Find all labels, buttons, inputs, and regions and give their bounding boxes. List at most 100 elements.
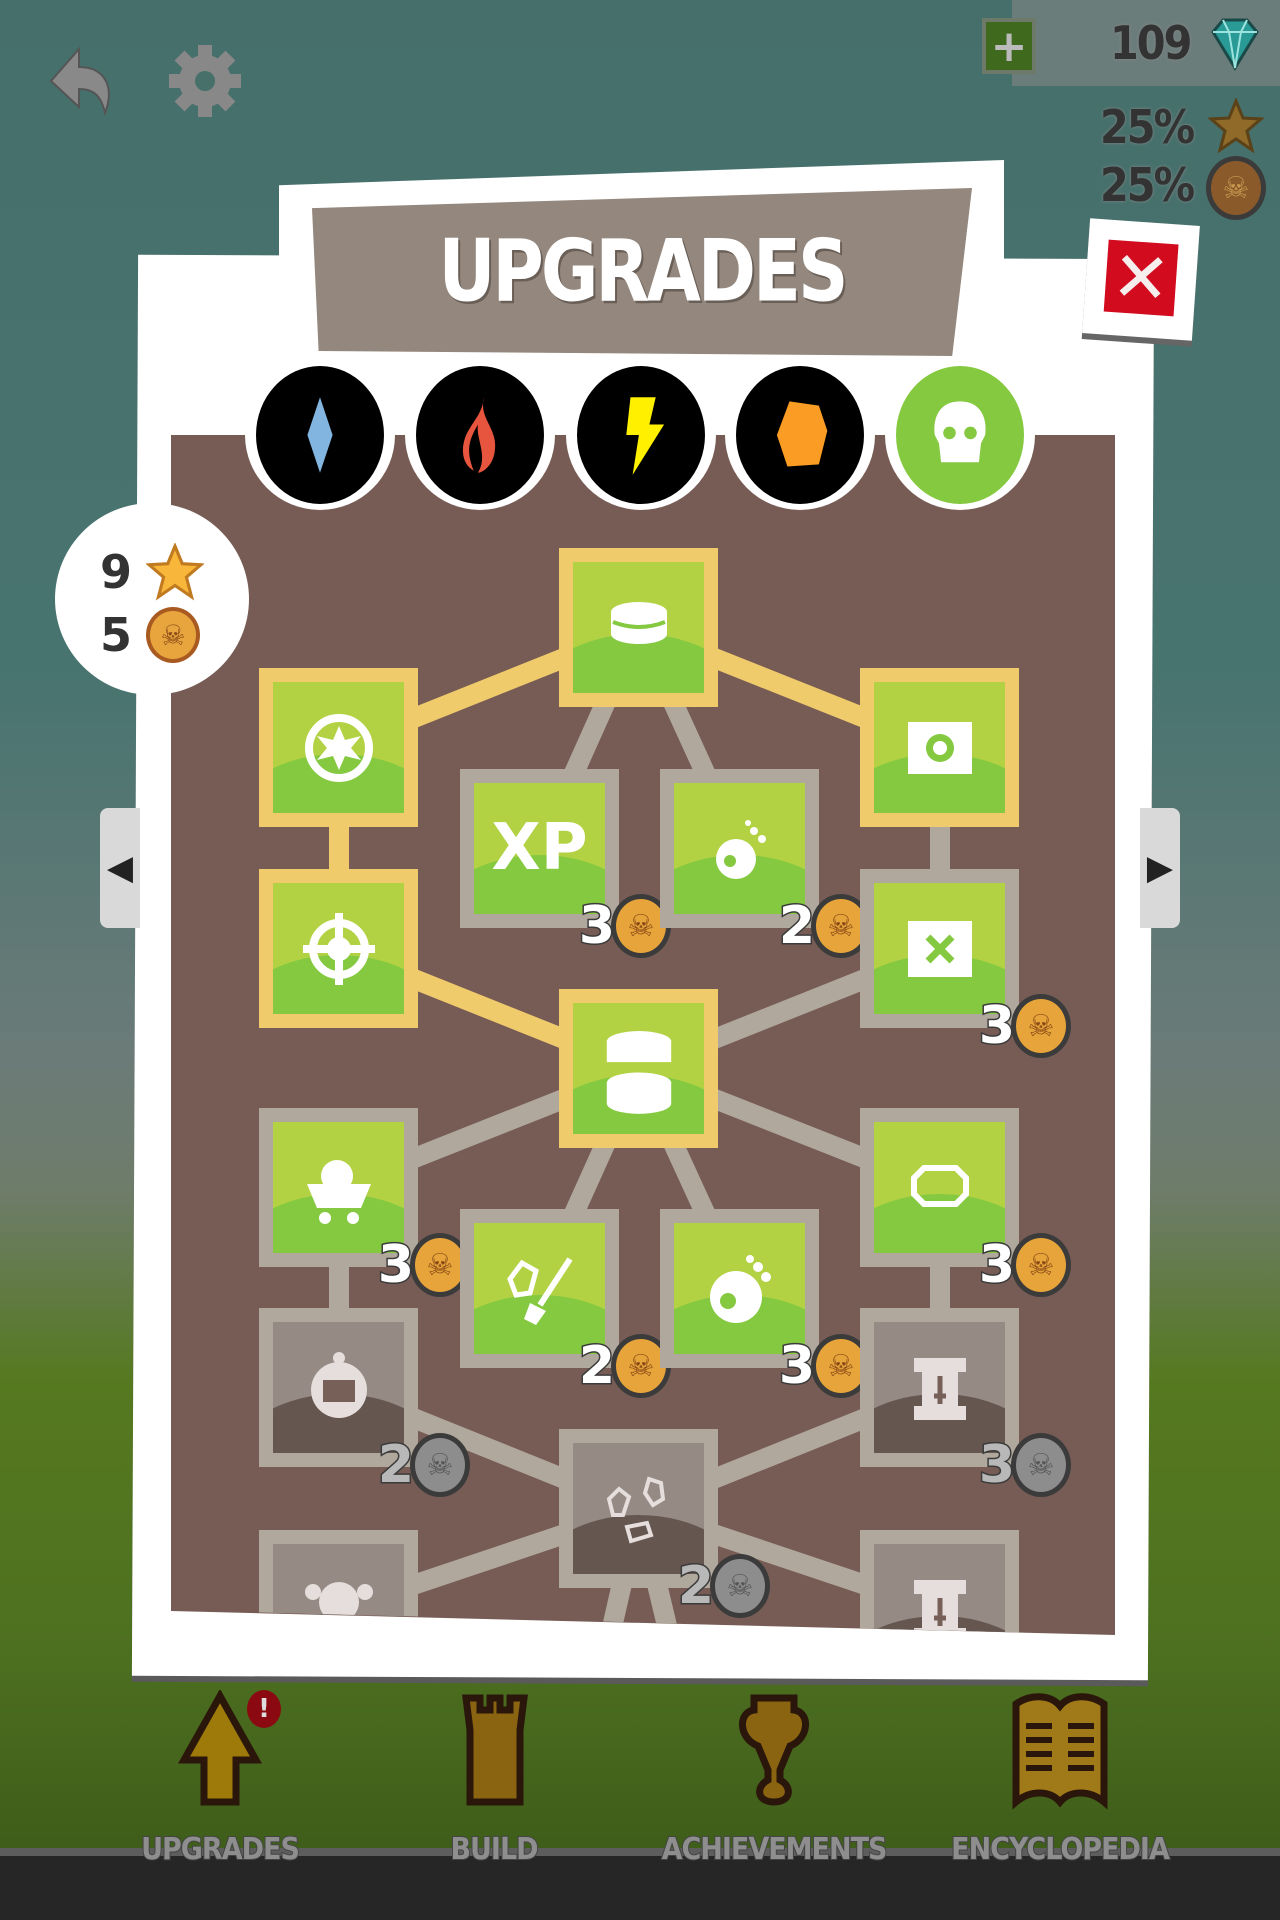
nav-build[interactable]: BUILD bbox=[384, 1690, 604, 1868]
next-page-arrow[interactable]: ▶ bbox=[1140, 808, 1180, 928]
upgrade-node-castle[interactable] bbox=[860, 1530, 1019, 1635]
nav-upgrades[interactable]: !UPGRADES bbox=[110, 1688, 330, 1868]
mine-cart-icon bbox=[306, 1159, 371, 1224]
resource-counter: 9 5 ☠ bbox=[55, 503, 249, 695]
nav-label: ACHIEVEMENTS bbox=[661, 1831, 889, 1868]
node-face bbox=[874, 1122, 1005, 1253]
upgrade-node-coins[interactable] bbox=[559, 548, 718, 707]
upgrade-node-gem[interactable]: 3☠ bbox=[860, 1108, 1071, 1297]
node-face bbox=[874, 1544, 1005, 1635]
gear-icon bbox=[169, 45, 241, 117]
node-face bbox=[674, 1223, 805, 1354]
node-face: XP bbox=[474, 783, 605, 914]
cost-badge: 3☠ bbox=[977, 994, 1071, 1058]
back-button[interactable] bbox=[38, 36, 128, 126]
skull-coin-icon: ☠ bbox=[410, 1433, 470, 1497]
cost-badge: 3☠ bbox=[777, 1334, 871, 1398]
skull-bones-icon bbox=[304, 1581, 373, 1622]
category-tab-lightning[interactable] bbox=[566, 360, 716, 510]
cost-value: 2 bbox=[676, 1555, 715, 1618]
upgrade-arrow-icon bbox=[178, 1688, 262, 1806]
nav-encyclopedia[interactable]: ENCYCLOPEDIA bbox=[950, 1690, 1171, 1868]
target-icon bbox=[907, 721, 972, 774]
category-circle bbox=[256, 366, 384, 504]
upgrade-node-bomb[interactable]: 3☠ bbox=[660, 1209, 871, 1398]
close-button[interactable]: ✕ bbox=[1082, 218, 1200, 341]
cost-badge: 2☠ bbox=[777, 894, 871, 958]
page-title: UPGRADES bbox=[438, 222, 848, 322]
skull-coin-icon: ☠ bbox=[1011, 1433, 1071, 1497]
node-face bbox=[273, 682, 404, 813]
alert-badge: ! bbox=[247, 1690, 281, 1728]
xp-icon: XP bbox=[491, 811, 588, 885]
settings-button[interactable] bbox=[160, 36, 250, 126]
skull-icon bbox=[934, 401, 986, 463]
category-tab-ice[interactable] bbox=[245, 360, 395, 510]
category-tab-death[interactable] bbox=[885, 360, 1035, 510]
node-face bbox=[674, 783, 805, 914]
node-face bbox=[573, 562, 704, 693]
cost-value: 3 bbox=[977, 1434, 1016, 1497]
upgrade-node-gems[interactable]: 2☠ bbox=[559, 1429, 770, 1618]
gem-icon bbox=[910, 1164, 969, 1207]
upgrade-node-crosshair-gear[interactable] bbox=[259, 869, 418, 1028]
upgrade-node-bomb-small[interactable]: 2☠ bbox=[660, 769, 871, 958]
cost-badge: 3☠ bbox=[977, 1433, 1071, 1497]
trophy-icon bbox=[739, 1694, 809, 1806]
node-face bbox=[874, 682, 1005, 813]
cost-badge: 2☠ bbox=[577, 1334, 671, 1398]
skull-coin-icon: ☠ bbox=[710, 1554, 770, 1618]
add-gems-button[interactable]: + bbox=[982, 18, 1036, 74]
burst-icon bbox=[304, 713, 373, 782]
skull-coin-icon: ☠ bbox=[146, 607, 201, 663]
lightning-icon bbox=[626, 397, 665, 475]
double-coins-icon bbox=[606, 1030, 671, 1114]
category-tab-earth[interactable] bbox=[725, 360, 875, 510]
cost-value: 3 bbox=[376, 1234, 415, 1297]
category-circle bbox=[736, 366, 864, 504]
star-icon bbox=[1208, 98, 1264, 154]
bomb-small-icon bbox=[715, 819, 766, 879]
upgrade-node-target[interactable] bbox=[860, 668, 1019, 827]
cost-value: 2 bbox=[577, 1335, 616, 1398]
prev-page-arrow[interactable]: ◀ bbox=[100, 808, 140, 928]
coins-icon bbox=[610, 601, 667, 644]
node-face bbox=[573, 1003, 704, 1134]
gem-count: 109 bbox=[1110, 16, 1192, 70]
cost-value: 2 bbox=[376, 1434, 415, 1497]
crosshair-gear-icon bbox=[302, 912, 375, 985]
upgrade-node-burst[interactable] bbox=[259, 668, 418, 827]
cost-value: 3 bbox=[777, 1335, 816, 1398]
upgrade-node-castle[interactable]: 3☠ bbox=[860, 1308, 1071, 1497]
skull-coin-icon: ☠ bbox=[1011, 1233, 1071, 1297]
cost-badge: 2☠ bbox=[376, 1433, 470, 1497]
nav-achievements[interactable]: ACHIEVEMENTS bbox=[661, 1690, 889, 1868]
cost-value: 3 bbox=[977, 1234, 1016, 1297]
node-face bbox=[273, 883, 404, 1014]
skull-count: 5 bbox=[100, 608, 133, 662]
upgrade-node-gem-shovel[interactable]: 2☠ bbox=[460, 1209, 671, 1398]
back-arrow-icon bbox=[49, 46, 110, 117]
skull-percent: 25% bbox=[1100, 158, 1195, 212]
nav-label: ENCYCLOPEDIA bbox=[950, 1831, 1171, 1868]
cost-value: 3 bbox=[977, 995, 1016, 1058]
upgrade-node-mine-cart[interactable]: 3☠ bbox=[259, 1108, 470, 1297]
upgrade-node-double-coins[interactable] bbox=[559, 989, 718, 1148]
star-count: 9 bbox=[100, 545, 133, 599]
upgrade-node-x-square[interactable]: 3☠ bbox=[860, 869, 1071, 1058]
flame-icon bbox=[462, 397, 496, 473]
upgrade-node-helmet[interactable]: 2☠ bbox=[259, 1308, 470, 1497]
cost-badge: 3☠ bbox=[977, 1233, 1071, 1297]
rock-icon bbox=[776, 401, 828, 467]
x-square-icon bbox=[907, 920, 972, 977]
cost-badge: 3☠ bbox=[376, 1233, 470, 1297]
skull-coin-icon: ☠ bbox=[1206, 156, 1266, 220]
skull-coin-icon: ☠ bbox=[611, 1334, 671, 1398]
book-icon bbox=[1012, 1693, 1108, 1810]
category-tab-fire[interactable] bbox=[405, 360, 555, 510]
gem-shovel-icon bbox=[506, 1256, 573, 1325]
node-face bbox=[874, 883, 1005, 1014]
star-icon bbox=[146, 543, 205, 601]
